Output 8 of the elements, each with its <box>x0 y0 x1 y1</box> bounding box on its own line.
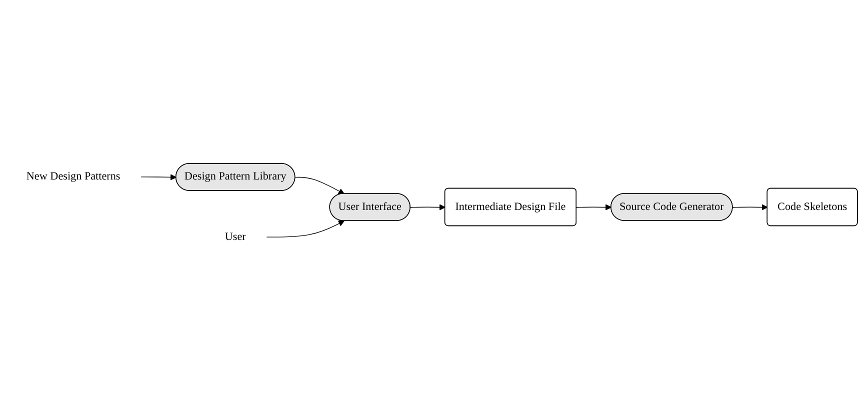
arrow <box>294 176 344 194</box>
node-text: New Design Patterns <box>26 170 120 183</box>
arrow <box>410 204 446 210</box>
arrow <box>732 204 768 210</box>
arrow <box>576 204 612 210</box>
arrow <box>140 174 176 180</box>
node-text: User <box>224 230 246 243</box>
arrow <box>266 220 344 238</box>
